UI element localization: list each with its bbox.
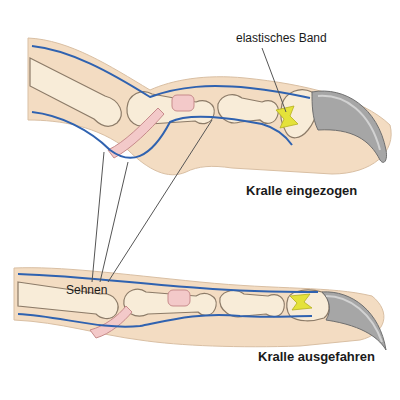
view-caption: Kralle eingezogen [246,184,357,198]
part-label: elastisches Band [236,32,327,45]
view-caption: Kralle ausgefahren [258,350,375,364]
leader-lines [92,48,286,282]
retracted-toe [28,38,391,175]
part-label: Sehnen [66,284,107,297]
extended-toe [14,268,386,350]
